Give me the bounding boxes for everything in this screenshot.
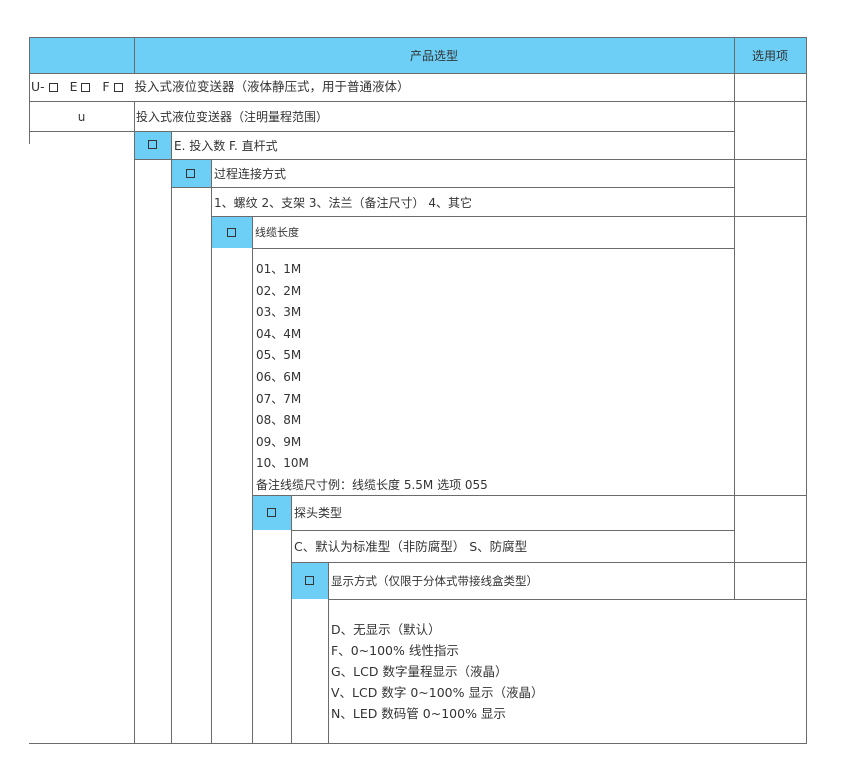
- display-option: V、LCD 数字 0~100% 显示（液晶）: [331, 685, 544, 700]
- cable-option: 05、5M: [256, 348, 302, 363]
- grid-line: [29, 73, 807, 74]
- conn-label: 过程连接方式: [214, 167, 287, 181]
- header-cell-option: [734, 38, 806, 73]
- grid-line: [328, 562, 329, 744]
- display-option: D、无显示（默认）: [331, 622, 441, 637]
- u-description: 投入式液位变送器（注明量程范围）: [136, 110, 329, 124]
- grid-line: [134, 101, 135, 744]
- grid-line: [253, 495, 807, 496]
- conn-checkbox[interactable]: [186, 169, 195, 178]
- grid-line: [252, 216, 253, 744]
- grid-line: [29, 37, 807, 38]
- model-e-label: E: [69, 79, 78, 94]
- model-checkbox-3[interactable]: [113, 83, 123, 92]
- grid-line: [211, 159, 212, 744]
- cable-option: 09、9M: [256, 434, 302, 449]
- grid-line: [171, 187, 734, 188]
- cable-option: 07、7M: [256, 391, 302, 406]
- probe-checkbox[interactable]: [267, 508, 276, 517]
- checkbox-cell-display: [292, 563, 328, 599]
- grid-line: [734, 37, 735, 599]
- cable-option: 01、1M: [256, 262, 302, 276]
- header-cell-main: [134, 38, 734, 73]
- grid-line: [292, 562, 807, 563]
- checkbox-cell-conn: [171, 160, 211, 187]
- grid-line: [29, 101, 807, 102]
- header-cell-left: [29, 38, 134, 73]
- grid-line: [29, 37, 30, 144]
- display-options-list: D、无显示（默认） F、0~100% 线性指示 G、LCD 数字量程显示（液晶）…: [331, 619, 543, 724]
- display-label: 显示方式（仅限于分体式带接线盒类型）: [331, 574, 538, 588]
- header-title: 产品选型: [409, 49, 458, 63]
- model-checkbox-2[interactable]: [81, 83, 91, 92]
- cable-option: 04、4M: [256, 326, 302, 341]
- display-option: N、LED 数码管 0~100% 显示: [331, 706, 506, 721]
- cable-option: 08、8M: [256, 413, 302, 428]
- grid-line: [328, 599, 807, 600]
- grid-line: [29, 131, 734, 132]
- grid-line: [292, 530, 734, 531]
- grid-line: [212, 216, 807, 217]
- grid-line: [134, 159, 807, 160]
- conn-options: 1、螺纹 2、支架 3、法兰（备注尺寸） 4、其它: [214, 196, 472, 210]
- probe-label: 探头类型: [294, 506, 343, 520]
- cable-options-list: 01、1M 02、2M 03、3M 04、4M 05、5M 06、6M 07、7…: [256, 259, 488, 497]
- grid-line: [134, 37, 135, 74]
- model-prefix: U-: [31, 79, 45, 94]
- probe-options: C、默认为标准型（非防腐型） S、防腐型: [294, 539, 528, 554]
- grid-line: [806, 37, 807, 744]
- grid-line: [291, 495, 292, 744]
- display-option: F、0~100% 线性指示: [331, 643, 459, 658]
- grid-line: [171, 131, 172, 744]
- install-options: E. 投入数 F. 直杆式: [174, 139, 278, 153]
- model-f-label: F: [102, 79, 110, 94]
- checkbox-cell-probe: [253, 496, 291, 530]
- cable-label: 线缆长度: [255, 226, 299, 239]
- display-checkbox[interactable]: [305, 576, 314, 585]
- grid-line: [29, 743, 807, 744]
- model-code: U- E F 投入式液位变送器（液体静压式，用于普通液体）: [31, 80, 410, 94]
- cable-option: 03、3M: [256, 305, 302, 320]
- cable-option: 06、6M: [256, 369, 302, 384]
- u-code: u: [77, 110, 86, 124]
- cable-note: 备注线缆尺寸例：线缆长度 5.5M 选项 055: [256, 477, 488, 492]
- cable-checkbox[interactable]: [227, 228, 236, 237]
- checkbox-cell-cable: [212, 217, 252, 248]
- checkbox-cell-install: [134, 132, 171, 159]
- model-description: 投入式液位变送器（液体静压式，用于普通液体）: [134, 79, 410, 94]
- install-checkbox[interactable]: [148, 140, 157, 149]
- display-option: G、LCD 数字量程显示（液晶）: [331, 664, 508, 679]
- cable-option: 10、10M: [256, 456, 309, 471]
- cable-option: 02、2M: [256, 283, 302, 298]
- grid-line: [253, 248, 734, 249]
- model-checkbox-1[interactable]: [48, 83, 58, 92]
- header-option-column: 选用项: [751, 49, 788, 63]
